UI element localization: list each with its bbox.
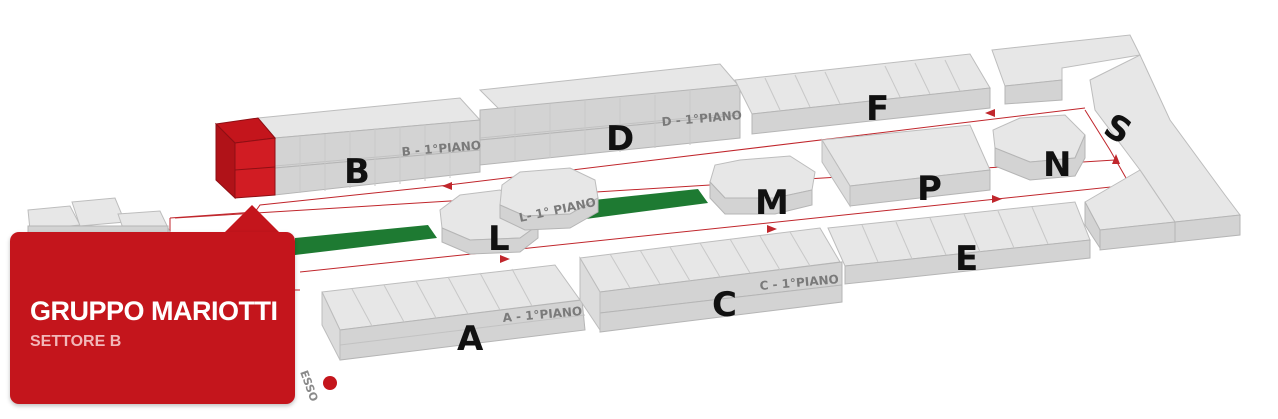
floor-label-b: B - 1°PIANO: [401, 138, 482, 159]
sector-b[interactable]: [214, 97, 482, 200]
info-card: GRUPPO MARIOTTI SETTORE B: [10, 232, 295, 404]
green-strip-left: [295, 225, 437, 255]
floor-label-d: D - 1°PIANO: [661, 108, 742, 129]
green-strip-right: [575, 189, 708, 220]
info-title: GRUPPO MARIOTTI: [30, 296, 278, 326]
sector-s[interactable]: [991, 34, 1241, 251]
entrance-marker: [323, 376, 337, 390]
sector-label-b: B: [344, 152, 370, 192]
block-left-partial: [27, 197, 171, 237]
route-arrow: [992, 195, 1002, 203]
route-arrow: [985, 109, 995, 117]
sector-label-e: E: [955, 239, 978, 279]
sector-l[interactable]: [439, 167, 599, 255]
sector-f[interactable]: [734, 53, 991, 135]
sector-e[interactable]: [827, 201, 1091, 285]
sector-label-m: M: [755, 183, 789, 223]
sector-label-p: P: [917, 169, 942, 209]
sector-label-d: D: [606, 119, 634, 159]
route-arrow: [767, 225, 777, 233]
route-arrow: [500, 255, 510, 263]
sector-a[interactable]: [321, 264, 586, 361]
floor-label-c: C - 1°PIANO: [759, 272, 839, 293]
info-subtitle: SETTORE B: [30, 333, 122, 350]
sector-d[interactable]: [478, 63, 741, 166]
sector-p[interactable]: [821, 124, 991, 208]
route-arrow: [442, 182, 452, 190]
sector-label-l: L: [488, 219, 510, 259]
floor-label-a: A - 1°PIANO: [502, 304, 583, 325]
sector-m[interactable]: [709, 155, 816, 215]
route-arrow: [1112, 154, 1120, 164]
entrance-label: ESSO: [297, 369, 320, 404]
sector-label-a: A: [457, 319, 484, 359]
sector-n[interactable]: [992, 114, 1086, 181]
sector-label-n: N: [1043, 145, 1071, 185]
info-card-pointer: [222, 205, 282, 235]
sector-c[interactable]: [579, 227, 843, 333]
sector-label-c: C: [712, 285, 737, 325]
sector-label-f: F: [866, 89, 889, 129]
